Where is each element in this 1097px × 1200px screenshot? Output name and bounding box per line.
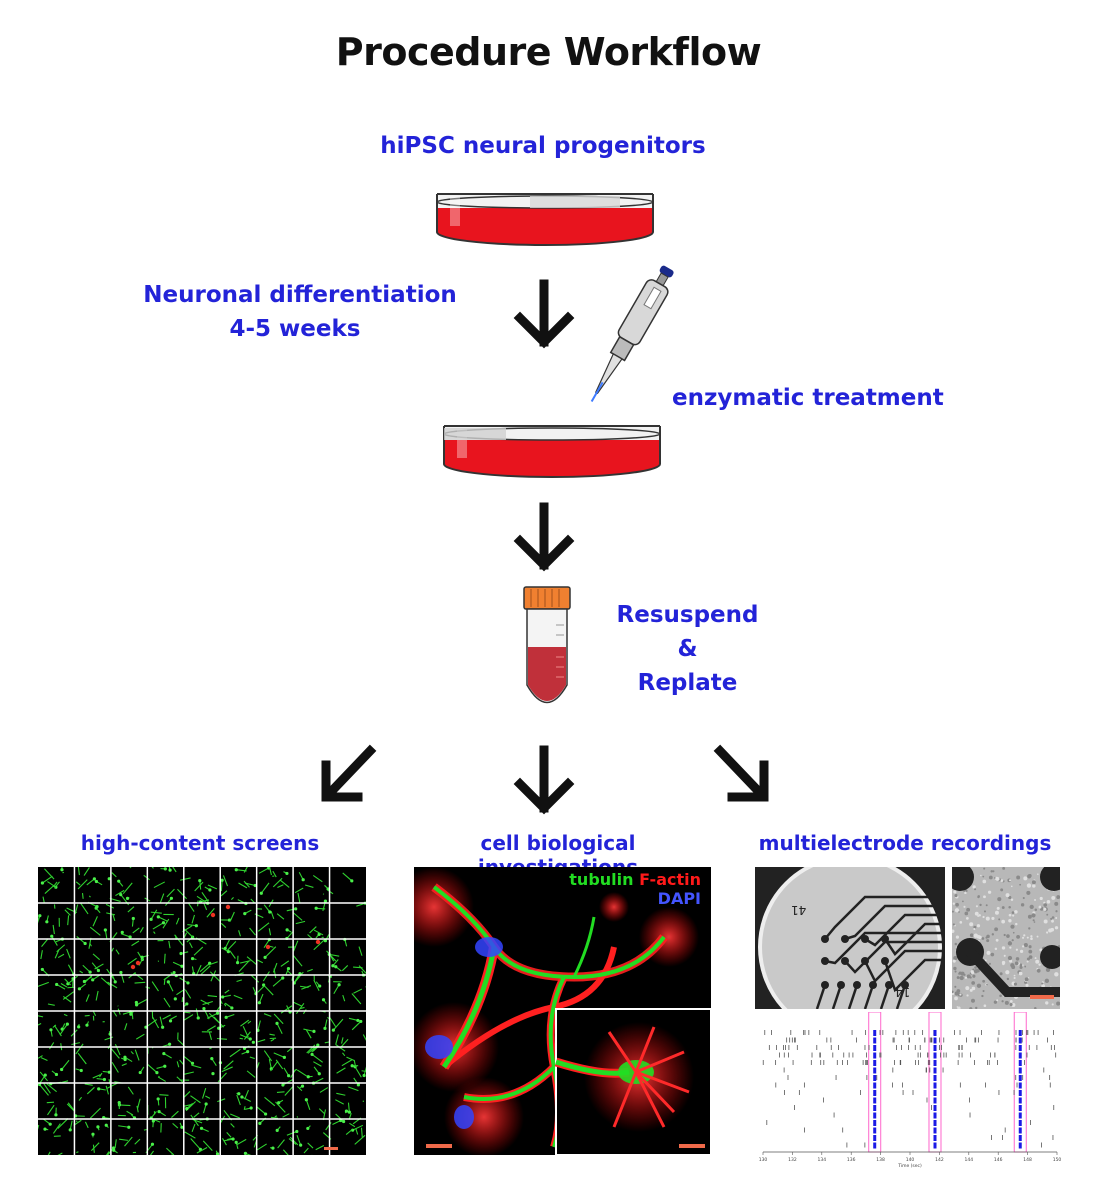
enzymatic-label: enzymatic treatment bbox=[672, 385, 944, 411]
replate-label: Replate bbox=[637, 670, 738, 696]
electrode-number: 14 bbox=[895, 985, 911, 999]
resuspend-label: Resuspend bbox=[616, 602, 759, 628]
down-left-arrow-icon bbox=[321, 744, 377, 802]
raster-tick-label: 130 bbox=[759, 1157, 768, 1163]
factin-label: F-actin bbox=[639, 870, 701, 889]
raster-tick-label: 150 bbox=[1053, 1157, 1062, 1163]
high-content-image bbox=[38, 867, 366, 1155]
neuron-image: tubulin F-actin DAPI bbox=[414, 867, 711, 1155]
raster-tick-label: 134 bbox=[818, 1157, 827, 1163]
pipette-icon bbox=[590, 265, 674, 402]
raster-tick-label: 146 bbox=[994, 1157, 1003, 1163]
mea-electrode-image: 41 14 bbox=[755, 867, 945, 1009]
down-arrow-icon bbox=[513, 279, 575, 349]
down-arrow-icon bbox=[513, 745, 575, 815]
down-right-arrow-icon bbox=[713, 744, 769, 802]
mea-label: multielectrode recordings bbox=[758, 831, 1052, 855]
raster-tick-label: 148 bbox=[1023, 1157, 1032, 1163]
stain-legend: tubulin F-actin DAPI bbox=[569, 870, 701, 908]
raster-tick-label: 140 bbox=[906, 1157, 915, 1163]
raster-tick-label: 142 bbox=[935, 1157, 944, 1163]
raster-tick-label: 132 bbox=[788, 1157, 797, 1163]
electrode-number: 41 bbox=[791, 903, 807, 917]
petri-dish-icon bbox=[436, 193, 654, 246]
mea-zoom-image bbox=[952, 867, 1060, 1009]
raster-tick-label: 136 bbox=[847, 1157, 856, 1163]
high-content-label: high-content screens bbox=[80, 831, 320, 855]
tubulin-label: tubulin bbox=[569, 870, 634, 889]
raster-axis-label: Time (sec) bbox=[897, 1163, 922, 1169]
down-arrow-icon bbox=[513, 502, 575, 572]
page-title: Procedure Workflow bbox=[335, 30, 762, 74]
differentiation-duration: 4-5 weeks bbox=[229, 316, 361, 342]
differentiation-label: Neuronal differentiation bbox=[143, 282, 457, 308]
ampersand-label: & bbox=[677, 636, 698, 662]
raster-tick-label: 144 bbox=[965, 1157, 974, 1163]
raster-tick-label: 138 bbox=[876, 1157, 885, 1163]
centrifuge-tube-icon bbox=[523, 586, 571, 704]
dapi-label: DAPI bbox=[657, 889, 701, 908]
petri-dish-icon bbox=[443, 425, 661, 478]
progenitors-label: hiPSC neural progenitors bbox=[380, 133, 706, 159]
